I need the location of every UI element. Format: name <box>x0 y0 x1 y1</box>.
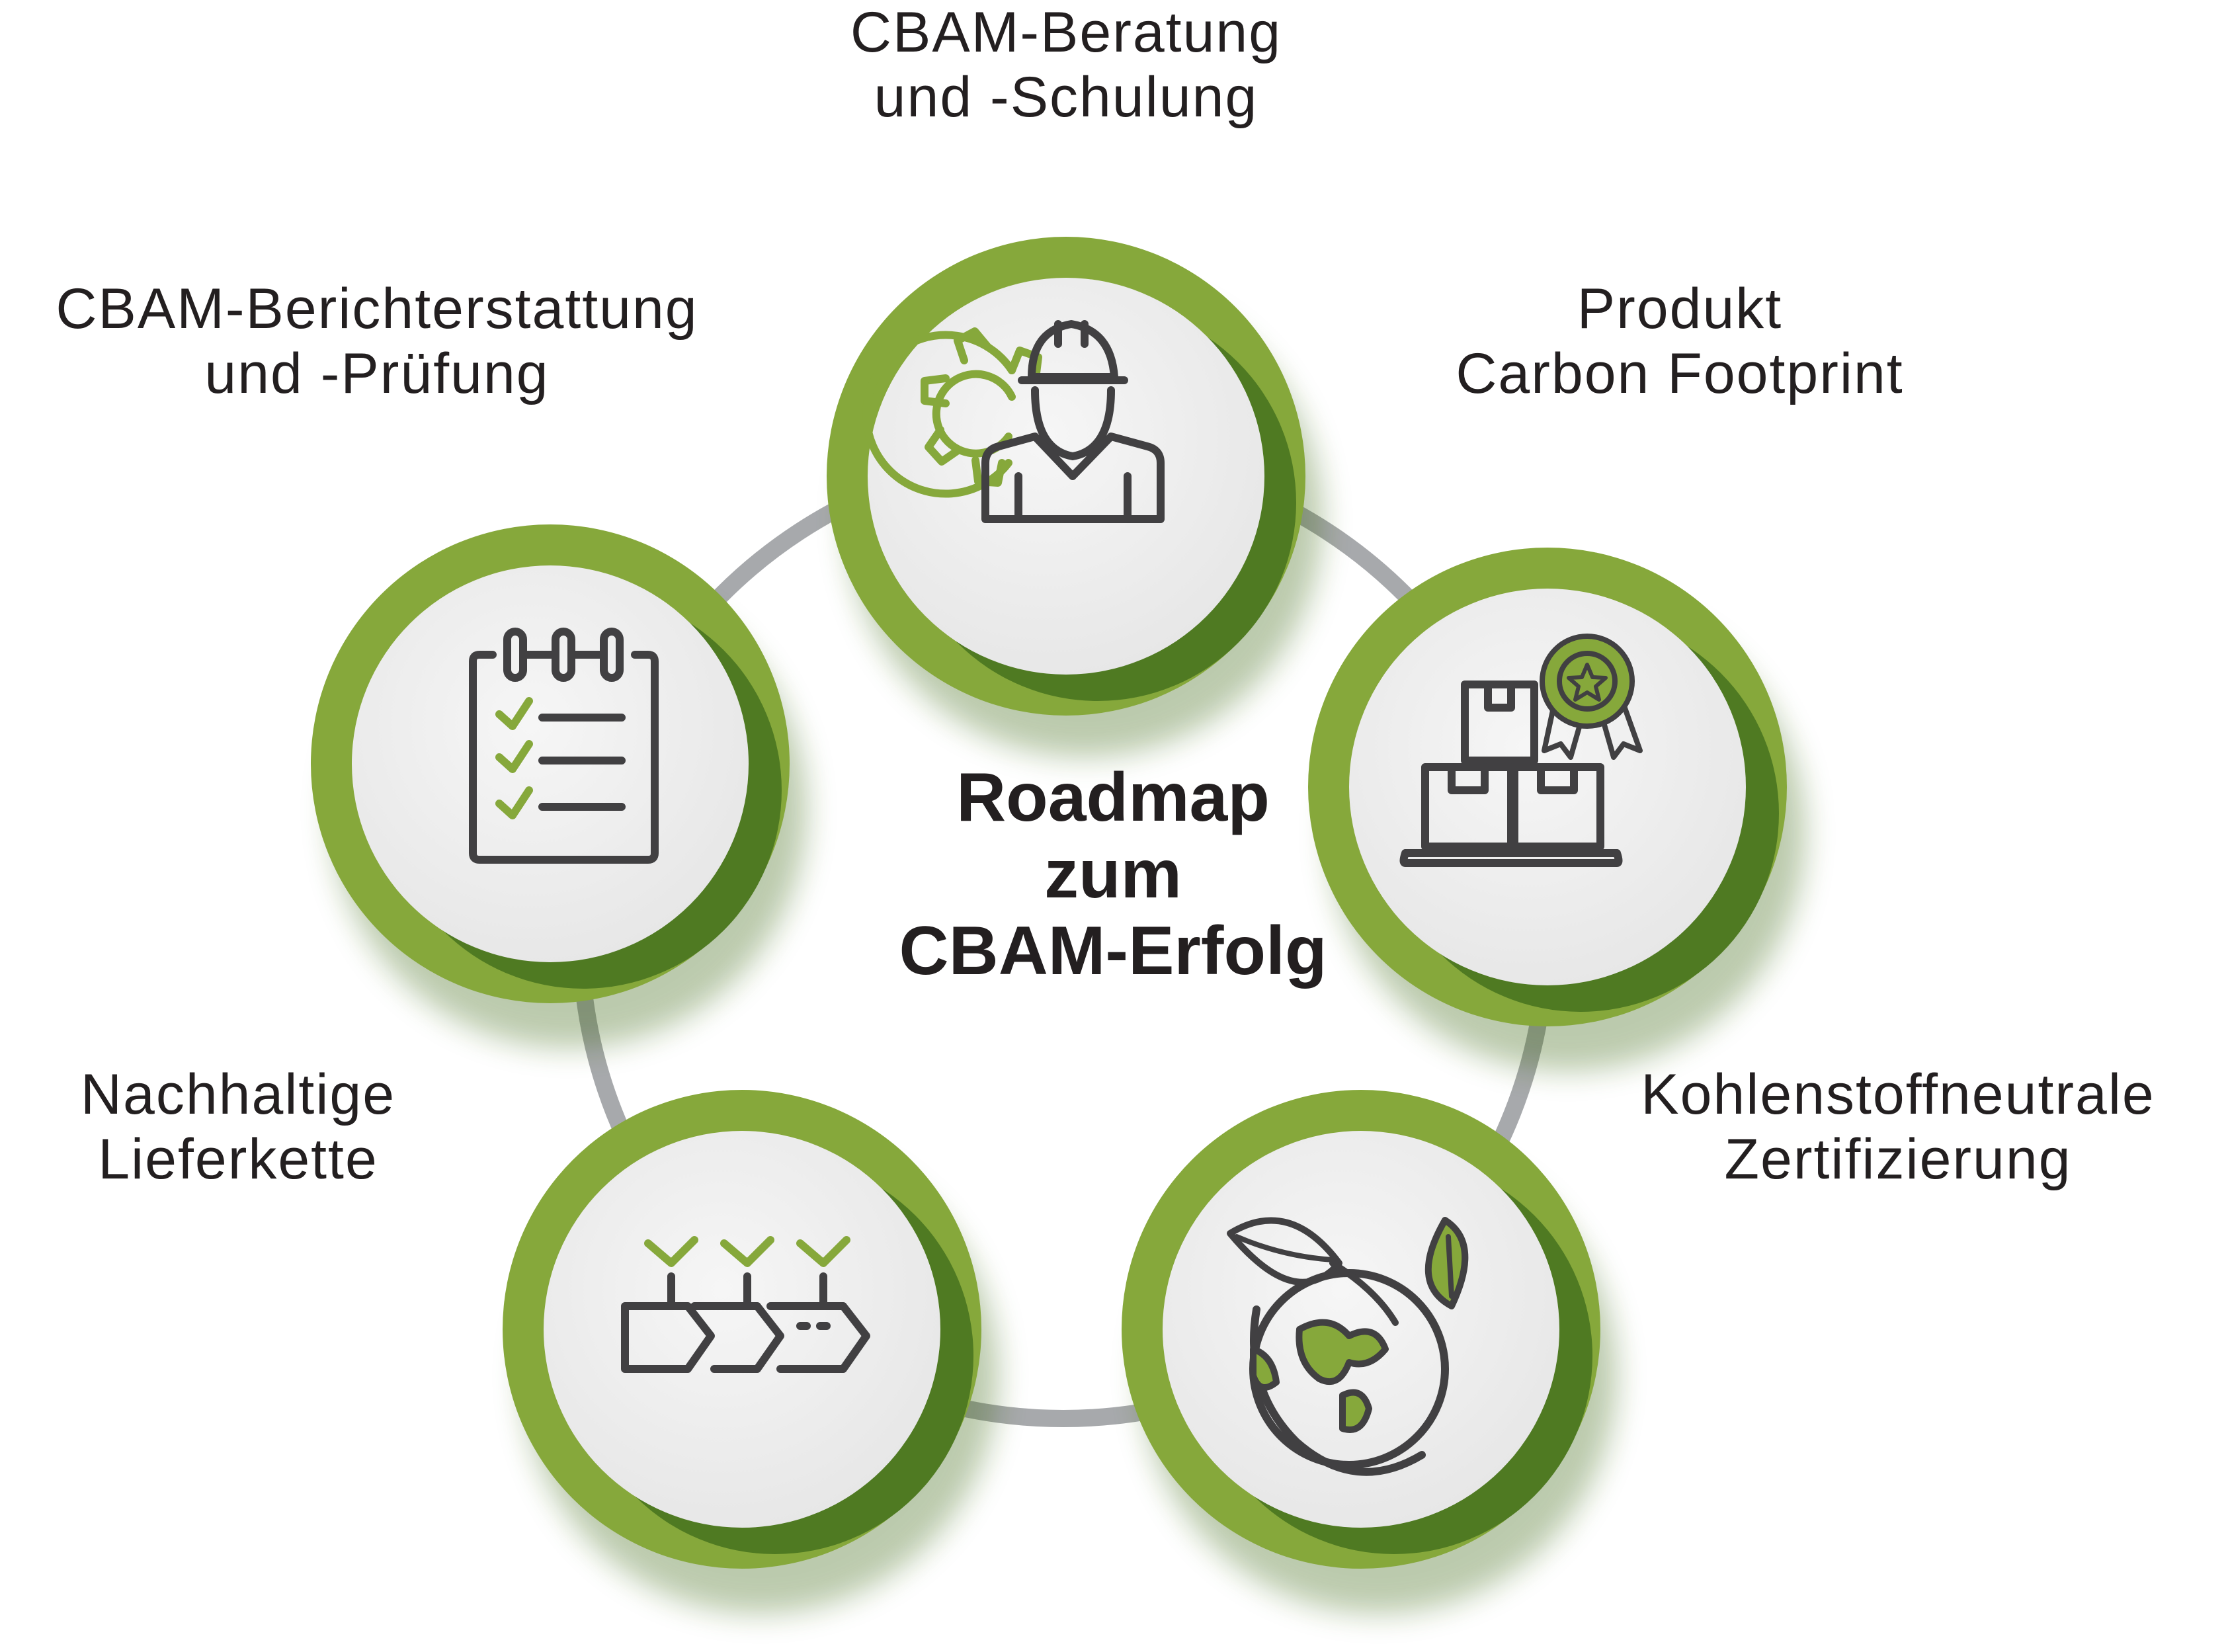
center-title-line-2: zum <box>1044 836 1182 913</box>
center-title: Roadmap zum CBAM-Erfolg <box>848 759 1378 989</box>
label-zertifizierung-line-1: Kohlenstoffneutrale <box>1641 1063 2155 1126</box>
node-pcf <box>1308 548 1805 1071</box>
center-title-line-1: Roadmap <box>956 759 1270 836</box>
label-pcf-line-1: Produkt <box>1577 277 1783 341</box>
node-berichterstattung <box>311 524 807 1048</box>
node-zertifizierung <box>1122 1090 1617 1614</box>
node-lieferkette <box>503 1090 999 1614</box>
label-lieferkette-line-1: Nachhaltige <box>80 1063 396 1126</box>
center-title-line-3: CBAM-Erfolg <box>899 913 1327 989</box>
label-beratung-line-1: CBAM-Beratung <box>850 1 1282 64</box>
label-beratung: CBAM-Beratung und -Schulung <box>735 0 1397 130</box>
label-pcf-line-2: Carbon Footprint <box>1456 342 1904 405</box>
node-beratung <box>827 237 1323 757</box>
label-berichterstattung-line-1: CBAM-Berichterstattung <box>56 277 698 341</box>
label-zertifizierung: Kohlenstoffneutrale Zertifizierung <box>1581 1062 2215 1192</box>
globe-leaves-icon <box>1227 1217 1469 1476</box>
label-lieferkette-line-2: Lieferkette <box>98 1128 378 1191</box>
clipboard-checklist-icon <box>469 628 659 864</box>
boxes-award-icon <box>1399 634 1643 867</box>
label-berichterstattung-line-2: und -Prüfung <box>204 342 550 405</box>
process-arrows-checks-icon <box>621 1236 870 1373</box>
worker-gear-icon <box>862 320 1165 523</box>
label-lieferkette: Nachhaltige Lieferkette <box>13 1062 463 1192</box>
label-berichterstattung: CBAM-Berichterstattung und -Prüfung <box>0 276 754 406</box>
label-pcf: Produkt Carbon Footprint <box>1349 276 2010 406</box>
label-zertifizierung-line-2: Zertifizierung <box>1724 1128 2072 1191</box>
label-beratung-line-2: und -Schulung <box>874 65 1258 129</box>
